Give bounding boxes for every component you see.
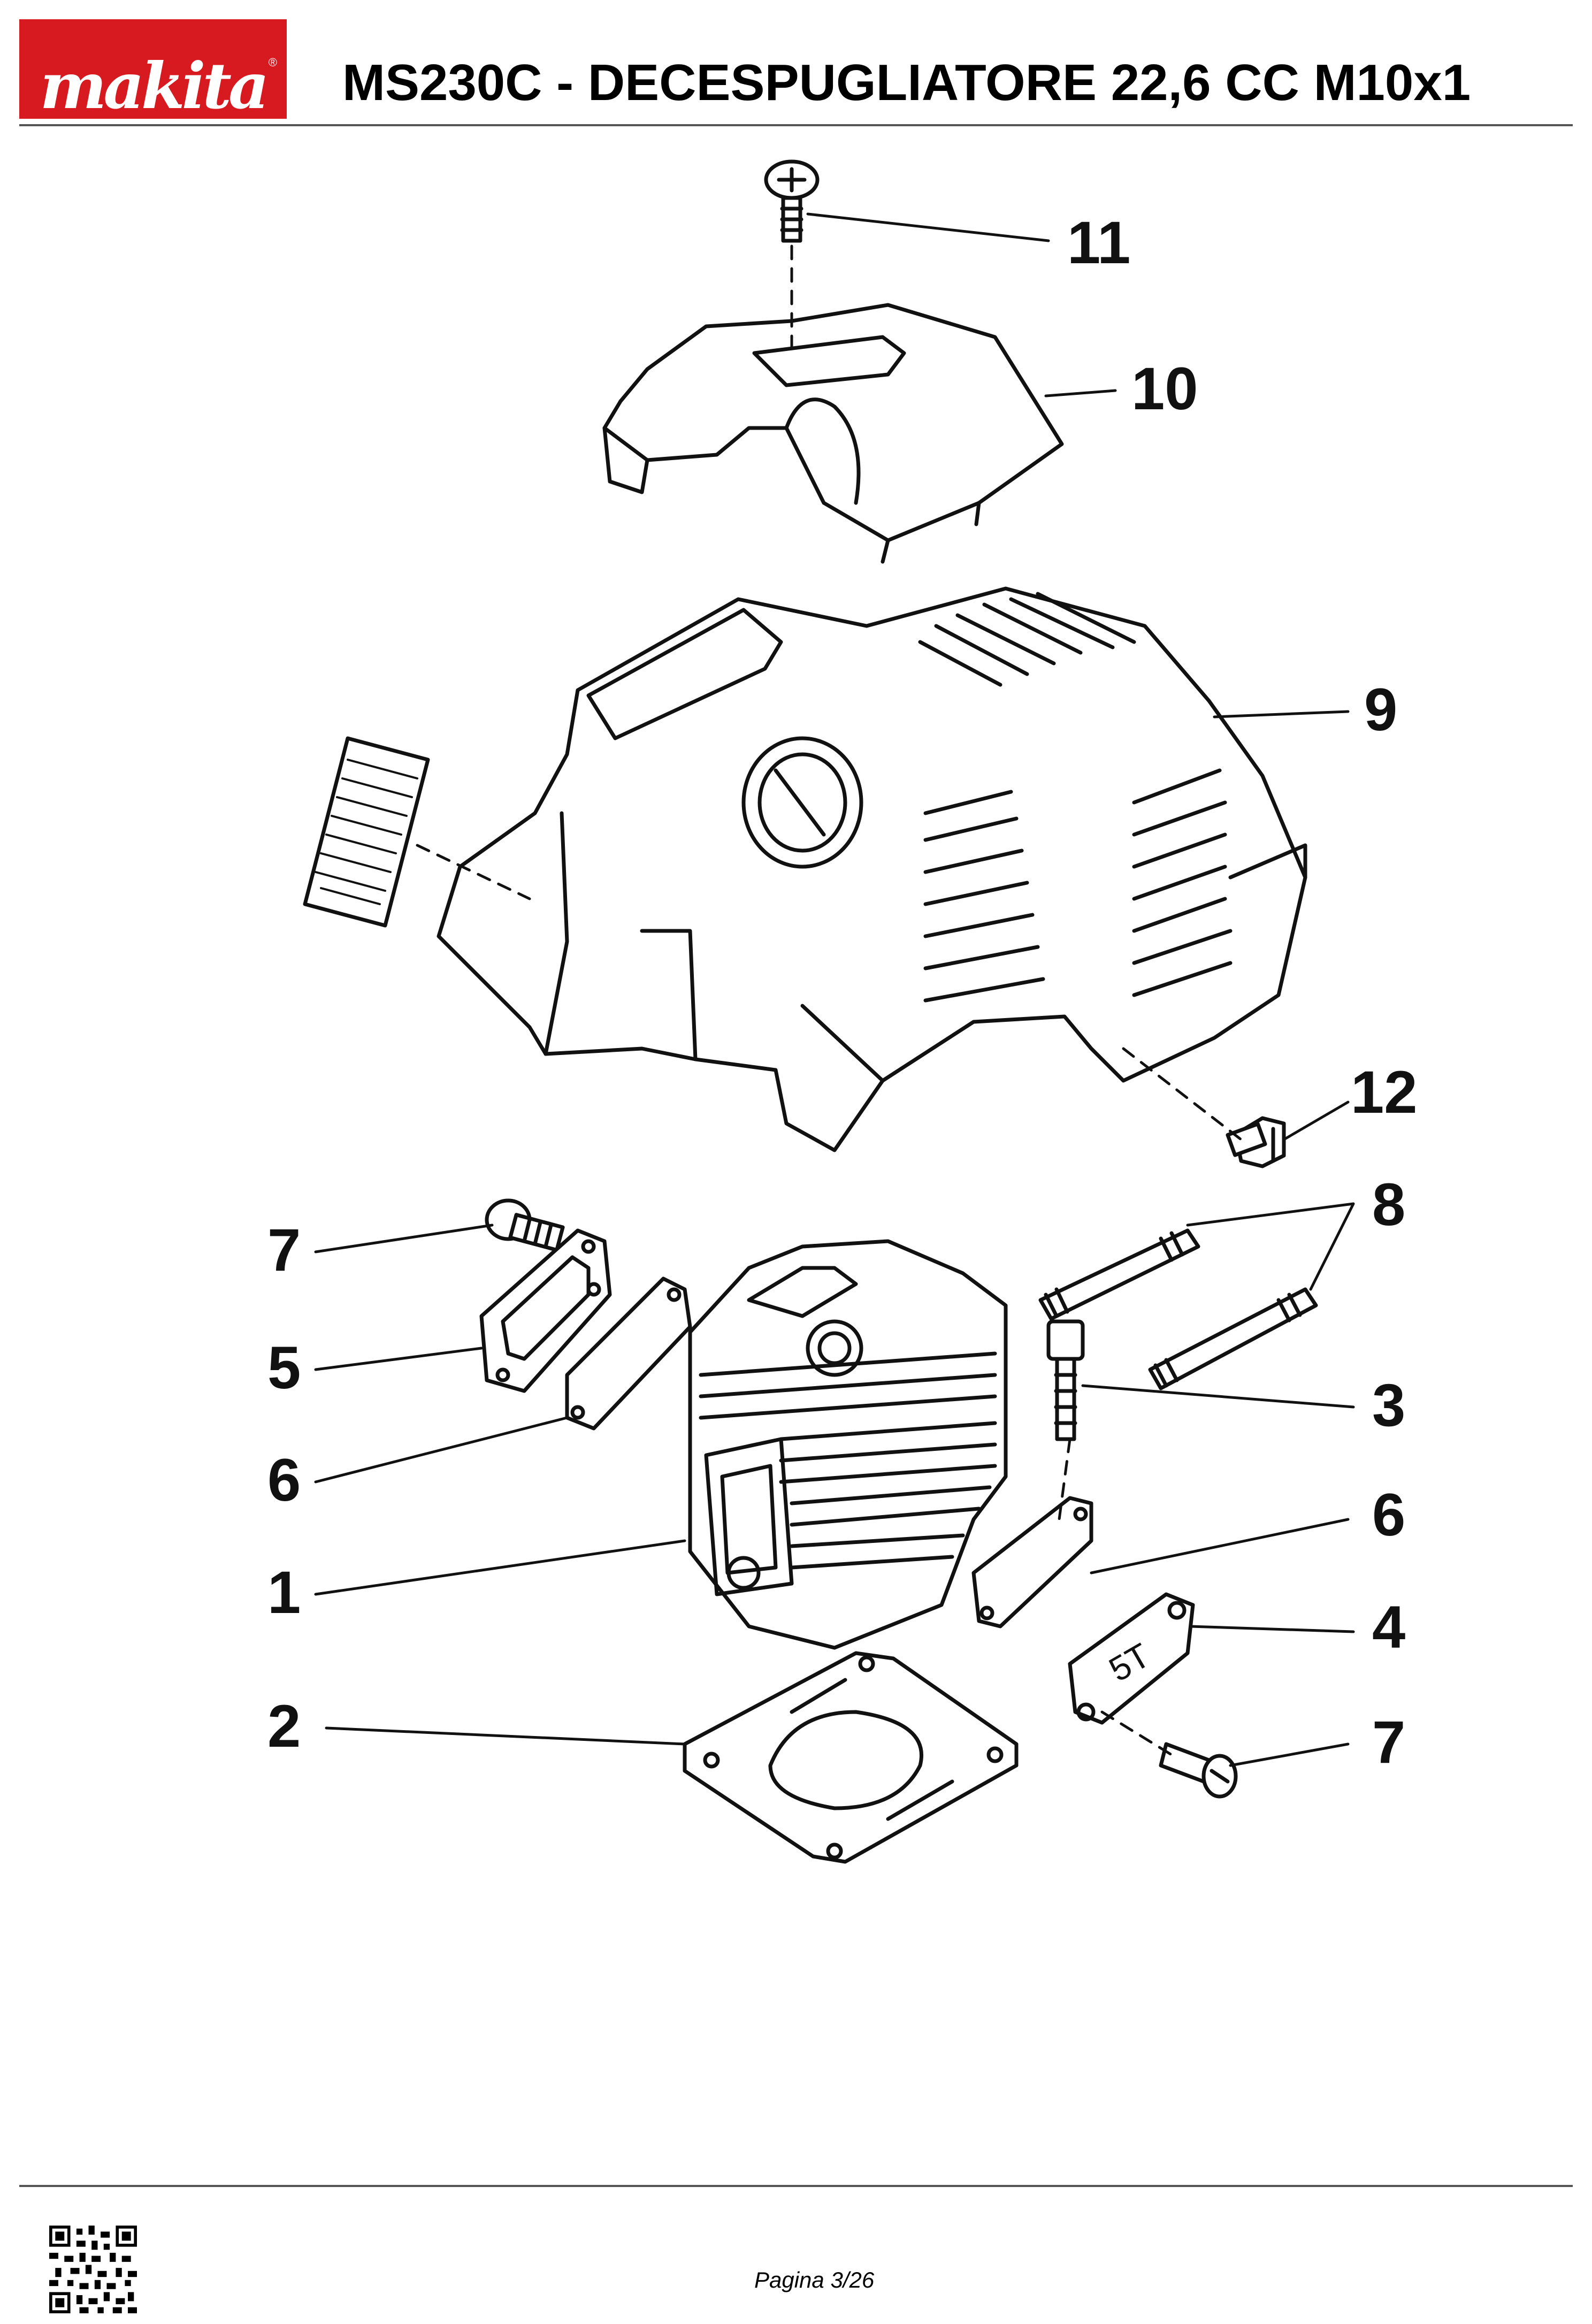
callout-7-lower: 7	[1372, 1709, 1405, 1776]
callout-6-upper: 6	[267, 1447, 301, 1513]
part-6-gasket-lower	[971, 1496, 1093, 1629]
part-5-flange	[479, 1228, 612, 1393]
part-8-studs	[1038, 1228, 1318, 1390]
callout-8: 8	[1372, 1171, 1405, 1238]
callout-12: 12	[1351, 1059, 1418, 1126]
header-divider	[19, 124, 1573, 126]
callout-9: 9	[1364, 676, 1397, 743]
page-title: MS230C - DECESPUGLIATORE 22,6 CC M10x1	[342, 54, 1471, 111]
part-4-plate	[1068, 1592, 1195, 1725]
part-7-screw-upper	[485, 1198, 565, 1252]
part-11-screw	[764, 159, 820, 243]
exploded-parts-diagram: 5T	[267, 159, 1418, 1864]
brand-logo-text: makita	[40, 49, 270, 123]
part-1-cylinder	[688, 1239, 1008, 1650]
callout-1: 1	[267, 1559, 301, 1626]
footer-divider	[19, 2185, 1573, 2187]
brand-logo: makita ®	[19, 19, 287, 119]
callout-6-lower: 6	[1372, 1481, 1405, 1548]
page-number: Pagina 3/26	[754, 2267, 875, 2292]
part-2-base-gasket	[683, 1651, 1019, 1864]
part-7-screw-lower	[1159, 1742, 1238, 1799]
callout-5: 5	[267, 1334, 301, 1401]
part-3-bolt	[1046, 1319, 1085, 1441]
callout-11: 11	[1067, 209, 1130, 276]
callout-4: 4	[1372, 1594, 1405, 1661]
qr-code-icon	[49, 2226, 137, 2313]
callout-3: 3	[1372, 1372, 1405, 1439]
callout-2: 2	[267, 1693, 301, 1760]
registered-mark: ®	[268, 56, 277, 69]
part-12-screw	[1226, 1116, 1286, 1168]
callout-10: 10	[1131, 355, 1198, 422]
warning-label-sticker	[303, 736, 430, 928]
part-9-housing	[437, 586, 1307, 1152]
callout-7-upper: 7	[267, 1217, 301, 1283]
part-10-top-cover	[602, 303, 1064, 564]
